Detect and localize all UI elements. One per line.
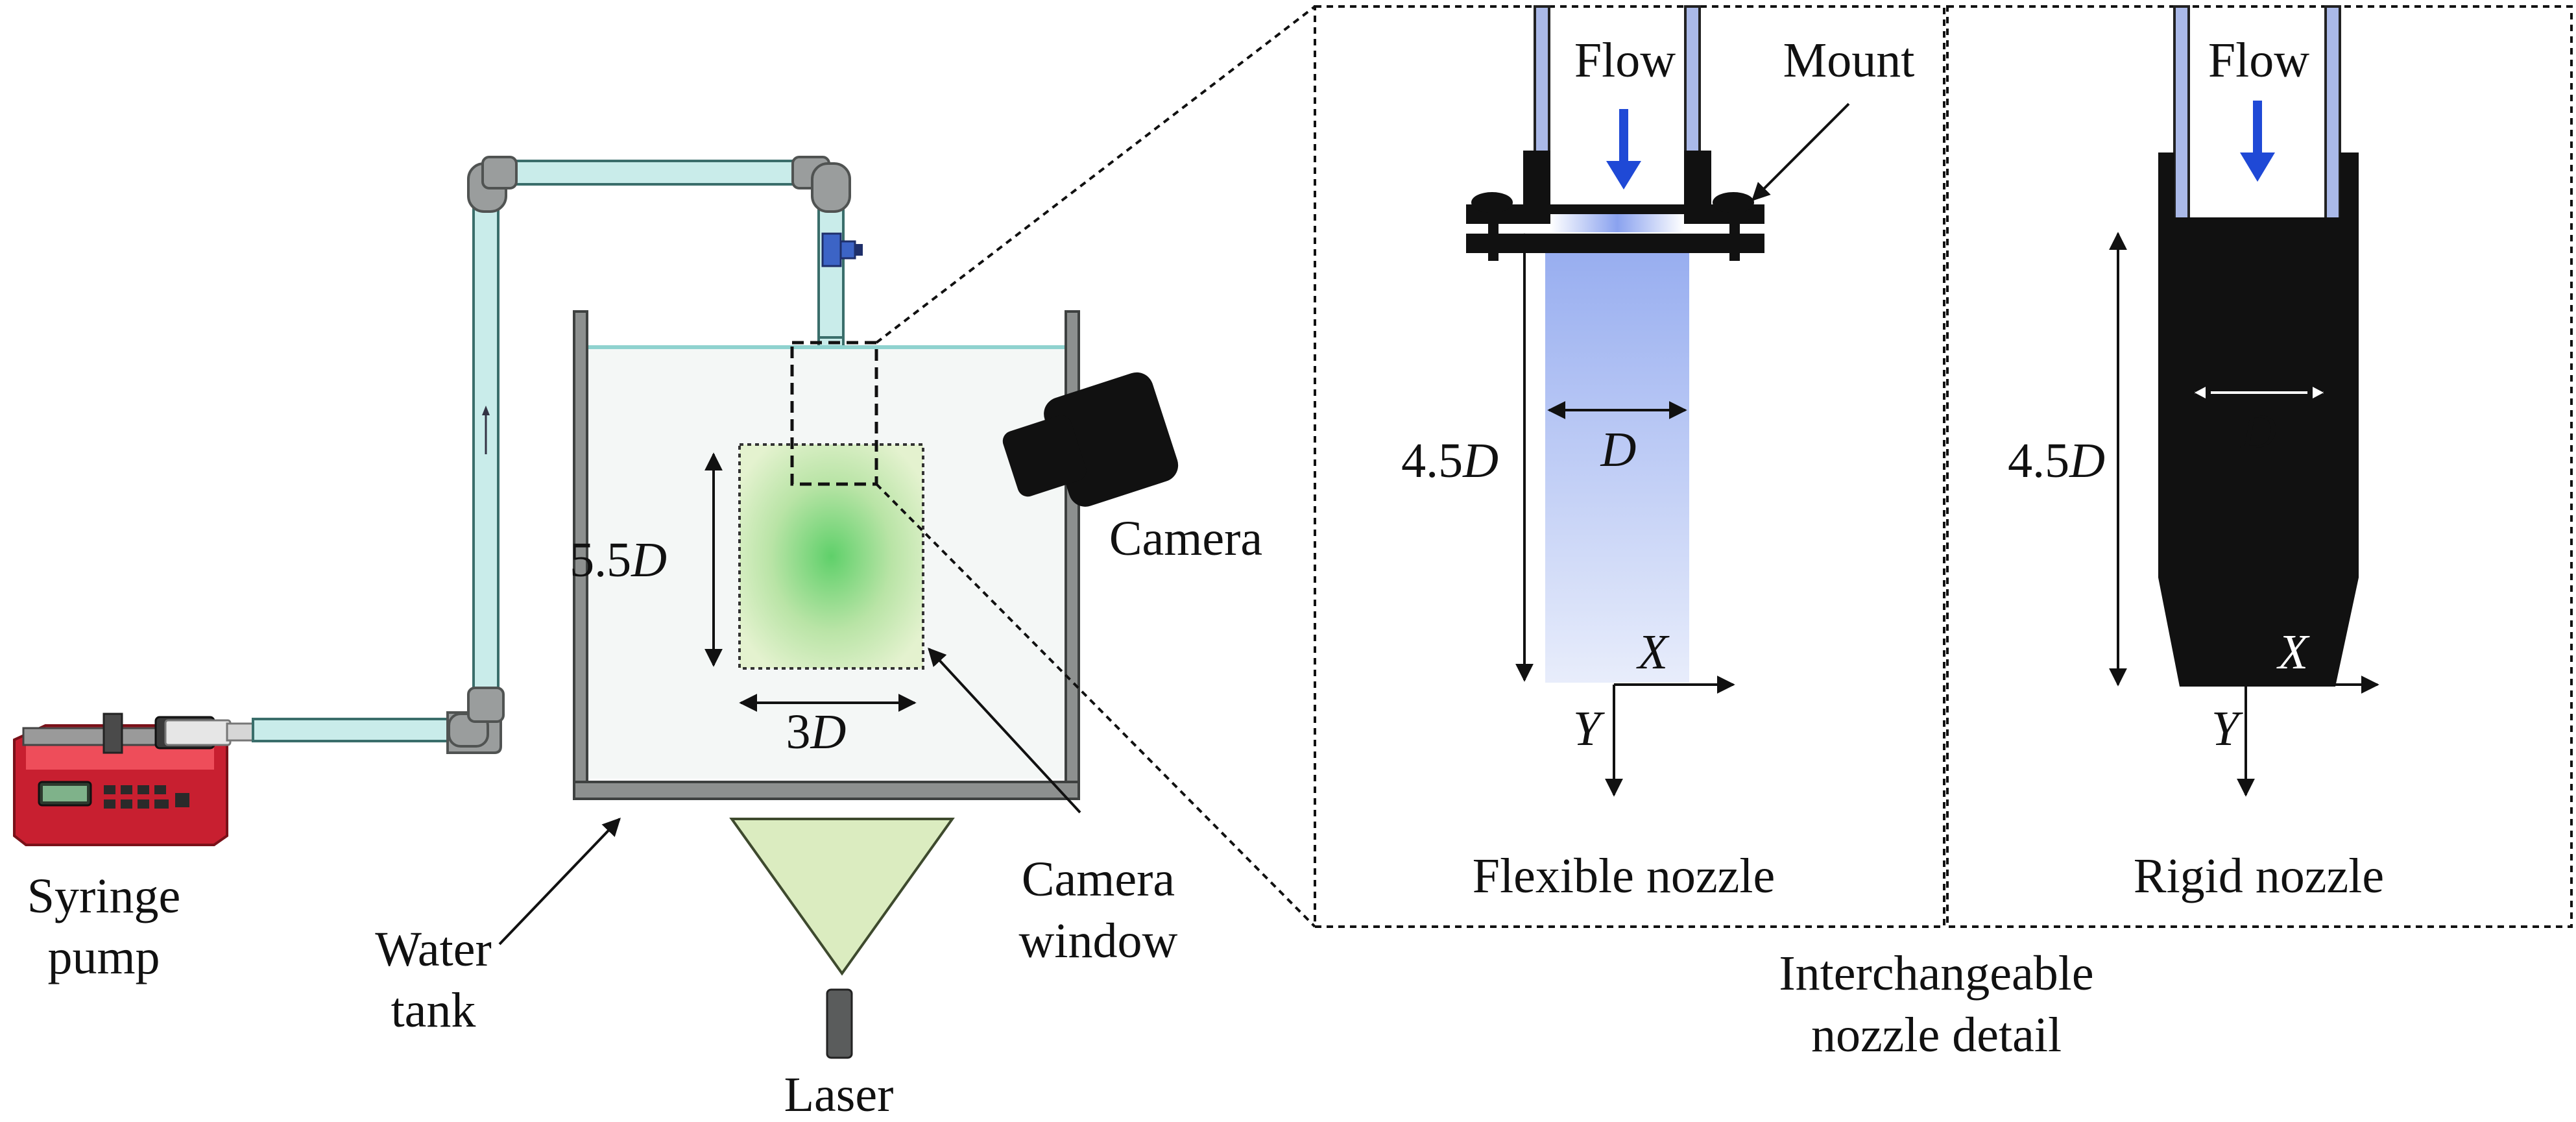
tank-floor bbox=[573, 781, 1080, 800]
camera-icon bbox=[1002, 372, 1179, 507]
water-tank-label-line1: Water bbox=[375, 922, 492, 977]
valve-icon bbox=[821, 232, 863, 267]
laser-sheet bbox=[729, 818, 955, 976]
interchangeable-label-line2: nozzle detail bbox=[1811, 1008, 2062, 1062]
syringe-pump-label-line2: pump bbox=[47, 930, 160, 984]
syringe-pump bbox=[13, 713, 254, 846]
mount-pointer bbox=[1751, 103, 1850, 201]
camera-window-pointer bbox=[928, 647, 1081, 814]
rigid-diameter-label: D bbox=[2241, 404, 2277, 459]
camera-window-label-line2: window bbox=[1019, 914, 1178, 968]
mount-label: Mount bbox=[1783, 33, 1915, 88]
flexible-y-label: Y bbox=[1573, 701, 1606, 756]
zoom-connector-top bbox=[875, 5, 1316, 344]
window-width-label: 3D bbox=[786, 705, 847, 759]
rigid-y-label: Y bbox=[2211, 701, 2244, 756]
pipe-elbows bbox=[446, 156, 851, 754]
interchangeable-label-line1: Interchangeable bbox=[1779, 946, 2093, 1001]
syringe-pump-label-line1: Syringe bbox=[27, 869, 180, 923]
water-tank-pointer bbox=[498, 817, 621, 945]
flexible-nozzle-assembly bbox=[1466, 5, 1764, 683]
zoom-box bbox=[790, 341, 878, 486]
rigid-nozzle-panel bbox=[1946, 5, 2573, 928]
water-tank-label-line2: tank bbox=[391, 983, 476, 1038]
rigid-length-label: 4.5D bbox=[2008, 433, 2105, 488]
flexible-nozzle-caption: Flexible nozzle bbox=[1473, 849, 1775, 903]
camera-window-field bbox=[738, 443, 924, 670]
zoom-connector-bottom bbox=[875, 483, 1316, 928]
rigid-flow-arrow bbox=[2240, 101, 2275, 182]
window-height-label: 5.5D bbox=[570, 533, 667, 587]
rigid-x-label: X bbox=[2276, 625, 2310, 679]
camera-window-label-line1: Camera bbox=[1022, 852, 1175, 907]
flexible-x-label: X bbox=[1636, 625, 1670, 679]
rigid-flow-label: Flow bbox=[2208, 33, 2309, 88]
flexible-diameter-label: D bbox=[1600, 422, 1637, 477]
flexible-nozzle-panel bbox=[1314, 5, 1945, 928]
flexible-flow-label: Flow bbox=[1574, 33, 1676, 88]
laser-label: Laser bbox=[784, 1067, 894, 1122]
flexible-length-label: 4.5D bbox=[1401, 433, 1499, 488]
rigid-nozzle-caption: Rigid nozzle bbox=[2134, 849, 2384, 903]
camera-label: Camera bbox=[1109, 511, 1262, 566]
rigid-nozzle-assembly bbox=[2158, 5, 2359, 687]
tank-right-wall bbox=[1065, 310, 1080, 787]
laser-icon bbox=[826, 988, 853, 1059]
flexible-flow-arrow bbox=[1606, 109, 1641, 189]
